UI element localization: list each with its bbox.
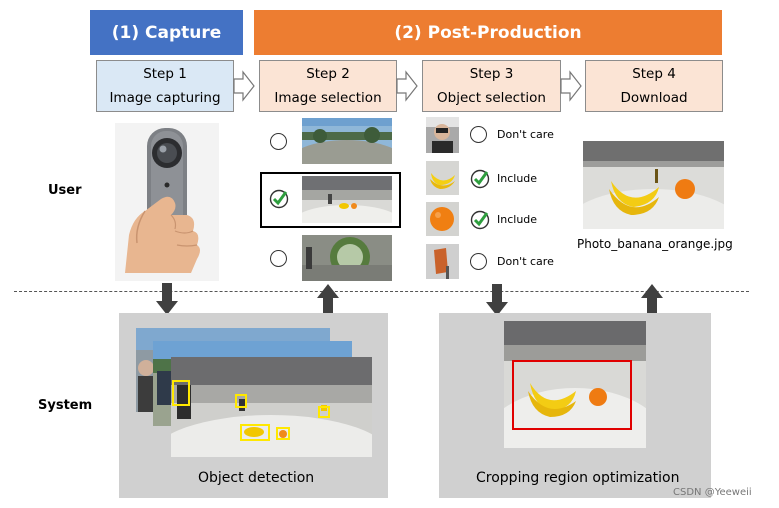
phase-post-production-header: (2) Post-Production — [254, 10, 722, 55]
object-4-choice-label: Don't care — [497, 255, 554, 268]
step-2-box: Step 2 Image selection — [259, 60, 397, 112]
arrow-down-icon — [486, 284, 508, 316]
step-4-number: Step 4 — [632, 66, 676, 82]
step-3-label: Object selection — [437, 90, 546, 106]
object-orange-thumbnail — [426, 202, 459, 236]
step-1-number: Step 1 — [143, 66, 187, 82]
object-banana-thumbnail — [426, 161, 459, 195]
detection-frame-front — [171, 357, 372, 457]
step-4-label: Download — [620, 90, 688, 106]
step-1-label: Image capturing — [109, 90, 221, 106]
object-chair-thumbnail — [426, 244, 459, 279]
step-1-box: Step 1 Image capturing — [96, 60, 234, 112]
check-circle-icon[interactable] — [269, 189, 289, 209]
arrow-down-icon — [156, 283, 178, 315]
detection-box-person — [172, 380, 190, 406]
step-arrow-icon — [233, 70, 255, 102]
detection-box-banana — [240, 424, 270, 441]
object-4-radio[interactable] — [470, 253, 487, 270]
phase-capture-header: (1) Capture — [90, 10, 243, 55]
result-photo-banana-orange — [583, 141, 724, 229]
panorama-thumbnail-2[interactable] — [302, 176, 392, 223]
user-system-divider — [14, 291, 749, 292]
step-3-number: Step 3 — [469, 66, 514, 82]
crop-region-box — [512, 360, 632, 430]
camera-in-hand-photo — [115, 123, 219, 281]
detection-box-object — [318, 406, 330, 418]
panorama-thumbnail-1[interactable] — [302, 118, 392, 164]
download-filename[interactable]: Photo_banana_orange.jpg — [577, 237, 733, 251]
row-label-user: User — [48, 183, 82, 198]
image-option-1-radio[interactable] — [270, 133, 287, 150]
crop-source-image — [504, 321, 646, 448]
object-2-choice-label: Include — [497, 172, 538, 185]
detection-box-person — [235, 394, 247, 408]
step-3-box: Step 3 Object selection — [422, 60, 561, 112]
row-label-system: System — [38, 398, 93, 413]
arrow-up-icon — [317, 284, 339, 316]
object-person-thumbnail — [426, 117, 459, 153]
object-1-choice-label: Don't care — [497, 128, 554, 141]
step-arrow-icon — [560, 70, 582, 102]
detection-box-orange — [276, 427, 290, 440]
object-3-choice-label: Include — [497, 213, 538, 226]
watermark: CSDN @Yeeweii — [673, 487, 752, 498]
image-option-3-radio[interactable] — [270, 250, 287, 267]
cropping-optimization-caption: Cropping region optimization — [476, 470, 680, 486]
step-2-number: Step 2 — [306, 66, 350, 82]
check-circle-icon[interactable] — [470, 169, 490, 189]
arrow-up-icon — [641, 284, 663, 316]
object-1-radio[interactable] — [470, 126, 487, 143]
panorama-thumbnail-3[interactable] — [302, 235, 392, 281]
step-2-label: Image selection — [274, 90, 382, 106]
step-4-box: Step 4 Download — [585, 60, 723, 112]
check-circle-icon[interactable] — [470, 210, 490, 230]
step-arrow-icon — [396, 70, 418, 102]
object-detection-caption: Object detection — [198, 470, 315, 486]
